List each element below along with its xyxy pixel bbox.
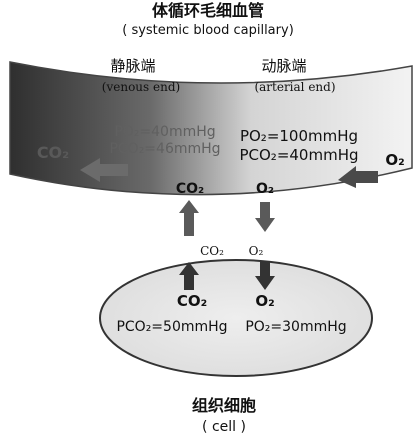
title-english: ( systemic blood capillary) <box>122 23 294 38</box>
venous-end-label-cn: 静脉端 <box>110 57 155 75</box>
co2-up-arrow-lower <box>179 262 199 290</box>
co2-outflow-label: CO₂ <box>37 143 69 162</box>
title-chinese: 体循环毛细血管 <box>152 1 264 20</box>
venous-end-label-en: (venous end) <box>102 80 180 94</box>
arterial-end-label-cn: 动脉端 <box>261 57 306 75</box>
venous-outflow-arrow <box>80 158 128 182</box>
venous-pco2-label: PCO₂=46mmHg <box>109 141 220 157</box>
middle-o2-label: O₂ <box>249 244 264 258</box>
tissue-cell <box>99 259 373 377</box>
capillary-band <box>9 61 413 196</box>
arterial-pco2-label: PCO₂=40mmHg <box>239 146 358 164</box>
venous-po2-label: PO₂=40mmHg <box>114 124 215 140</box>
arterial-inflow-arrow <box>338 166 378 188</box>
arterial-po2-label: PO₂=100mmHg <box>240 127 358 145</box>
o2-down-arrow-lower <box>255 262 275 290</box>
cell-o2-label: O₂ <box>255 292 274 310</box>
capillary-co2-label: CO₂ <box>176 181 204 197</box>
cell-co2-label: CO₂ <box>177 292 207 310</box>
cell-po2-label: PO₂=30mmHg <box>245 319 346 335</box>
cell-caption-cn: 组织细胞 <box>192 396 256 415</box>
o2-down-arrow-upper <box>255 202 275 232</box>
arterial-end-label-en: (arterial end) <box>254 80 335 94</box>
o2-inflow-label: O₂ <box>385 151 404 169</box>
capillary-o2-label: O₂ <box>256 181 274 197</box>
cell-caption-en: ( cell ) <box>202 419 246 435</box>
cell-pco2-label: PCO₂=50mmHg <box>116 319 227 335</box>
co2-up-arrow-upper <box>179 200 199 236</box>
middle-co2-label: CO₂ <box>200 244 224 258</box>
